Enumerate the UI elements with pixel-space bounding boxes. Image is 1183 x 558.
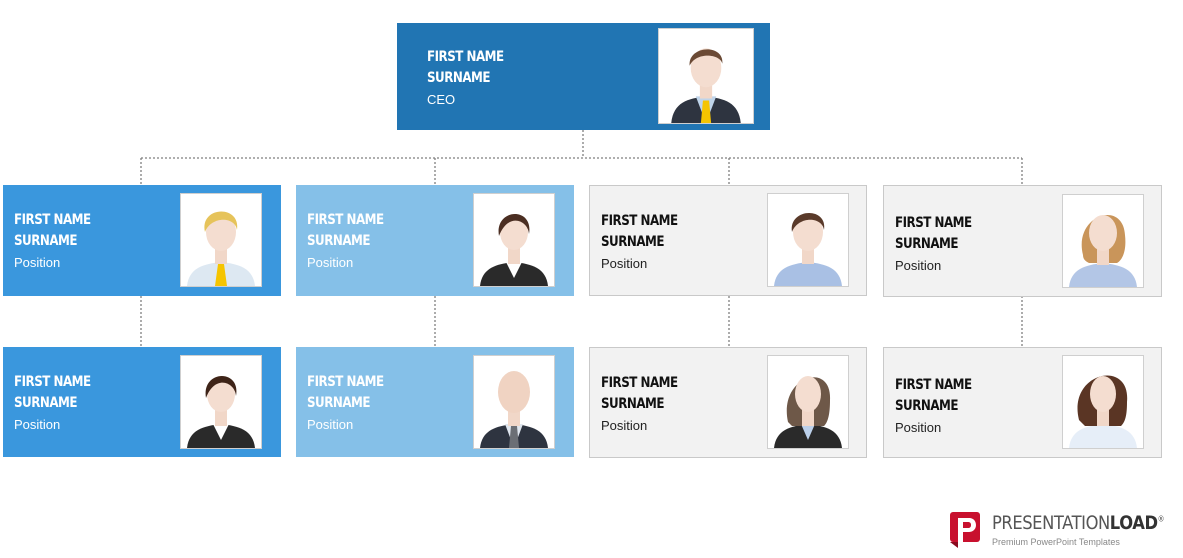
photo: [180, 193, 262, 287]
presentationload-logo-icon: [950, 512, 980, 548]
woman-curly-hair-avatar-icon: [1069, 375, 1137, 448]
position: Position: [307, 255, 354, 270]
surname: SURNAME: [14, 395, 77, 411]
ceo-text: FIRST NAME SURNAME CEO: [427, 47, 517, 111]
level1-card-3[interactable]: FIRST NAME SURNAME Position: [589, 185, 867, 296]
level2-card-4[interactable]: FIRST NAME SURNAME Position: [883, 347, 1162, 458]
first-name: FIRST NAME: [307, 212, 384, 228]
surname: SURNAME: [307, 395, 370, 411]
first-name: FIRST NAME: [601, 375, 678, 391]
photo: [767, 193, 849, 287]
ceo-photo: [658, 28, 754, 124]
photo: [1062, 355, 1144, 449]
first-name: FIRST NAME: [14, 374, 91, 390]
level1-text-1: FIRST NAME SURNAME Position: [14, 210, 104, 274]
level2-text-2: FIRST NAME SURNAME Position: [307, 372, 397, 436]
surname: SURNAME: [14, 233, 77, 249]
logo-registered: ®: [1157, 514, 1165, 524]
position: Position: [601, 418, 648, 433]
surname: SURNAME: [895, 236, 958, 252]
photo: [473, 355, 555, 449]
level1-card-1[interactable]: FIRST NAME SURNAME Position: [3, 185, 281, 296]
ceo-surname: SURNAME: [427, 70, 490, 86]
bald-man-tie-avatar-icon: [480, 371, 548, 448]
ceo-card[interactable]: FIRST NAME SURNAME CEO: [397, 23, 770, 130]
surname: SURNAME: [307, 233, 370, 249]
woman-long-hair-avatar-icon: [774, 376, 842, 448]
blond-man-tie-avatar-icon: [187, 211, 255, 286]
man-shirt-avatar-icon: [774, 212, 842, 286]
woman-suit-avatar-icon: [187, 375, 255, 448]
level2-text-3: FIRST NAME SURNAME Position: [601, 373, 691, 437]
level2-text-1: FIRST NAME SURNAME Position: [14, 372, 104, 436]
position: Position: [14, 417, 61, 432]
position: Position: [601, 256, 648, 271]
logo-brand: PRESENTATIONLOAD®: [992, 512, 1164, 534]
surname: SURNAME: [601, 234, 664, 250]
presentationload-logo: PRESENTATIONLOAD® Premium PowerPoint Tem…: [948, 510, 1178, 552]
woman-suit-avatar-icon: [480, 213, 548, 286]
logo-tagline: Premium PowerPoint Templates: [992, 537, 1120, 547]
first-name: FIRST NAME: [601, 213, 678, 229]
level2-card-3[interactable]: FIRST NAME SURNAME Position: [589, 347, 867, 458]
ceo-role: CEO: [427, 92, 456, 107]
photo: [180, 355, 262, 449]
first-name: FIRST NAME: [895, 377, 972, 393]
photo: [1062, 194, 1144, 288]
surname: SURNAME: [895, 398, 958, 414]
level1-card-4[interactable]: FIRST NAME SURNAME Position: [883, 185, 1162, 297]
position: Position: [895, 420, 942, 435]
photo: [767, 355, 849, 449]
first-name: FIRST NAME: [307, 374, 384, 390]
level1-text-2: FIRST NAME SURNAME Position: [307, 210, 397, 274]
logo-brand-light: PRESENTATION: [992, 512, 1110, 534]
woman-blonde-avatar-icon: [1069, 214, 1137, 287]
photo: [473, 193, 555, 287]
logo-brand-bold: LOAD: [1109, 512, 1158, 534]
level2-card-2[interactable]: FIRST NAME SURNAME Position: [296, 347, 574, 457]
position: Position: [895, 258, 942, 273]
man-tie-avatar-icon: [671, 48, 741, 123]
ceo-first-name: FIRST NAME: [427, 49, 504, 65]
level1-text-4: FIRST NAME SURNAME Position: [895, 213, 985, 277]
level1-text-3: FIRST NAME SURNAME Position: [601, 211, 691, 275]
level2-text-4: FIRST NAME SURNAME Position: [895, 375, 985, 439]
position: Position: [307, 417, 354, 432]
first-name: FIRST NAME: [895, 215, 972, 231]
first-name: FIRST NAME: [14, 212, 91, 228]
level1-card-2[interactable]: FIRST NAME SURNAME Position: [296, 185, 574, 296]
position: Position: [14, 255, 61, 270]
surname: SURNAME: [601, 396, 664, 412]
level2-card-1[interactable]: FIRST NAME SURNAME Position: [3, 347, 281, 457]
